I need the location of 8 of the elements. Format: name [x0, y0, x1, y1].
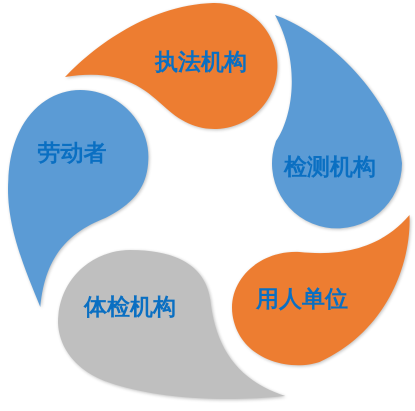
node-label: 劳动者 [37, 141, 106, 167]
node-label: 用人单位 [256, 287, 348, 313]
teardrop-shape [272, 15, 402, 228]
teardrop-shape [232, 215, 410, 366]
node-label: 检测机构 [284, 155, 376, 181]
node-label: 执法机构 [155, 50, 247, 76]
teardrop-shape [65, 2, 278, 129]
node-label: 体检机构 [84, 295, 176, 321]
